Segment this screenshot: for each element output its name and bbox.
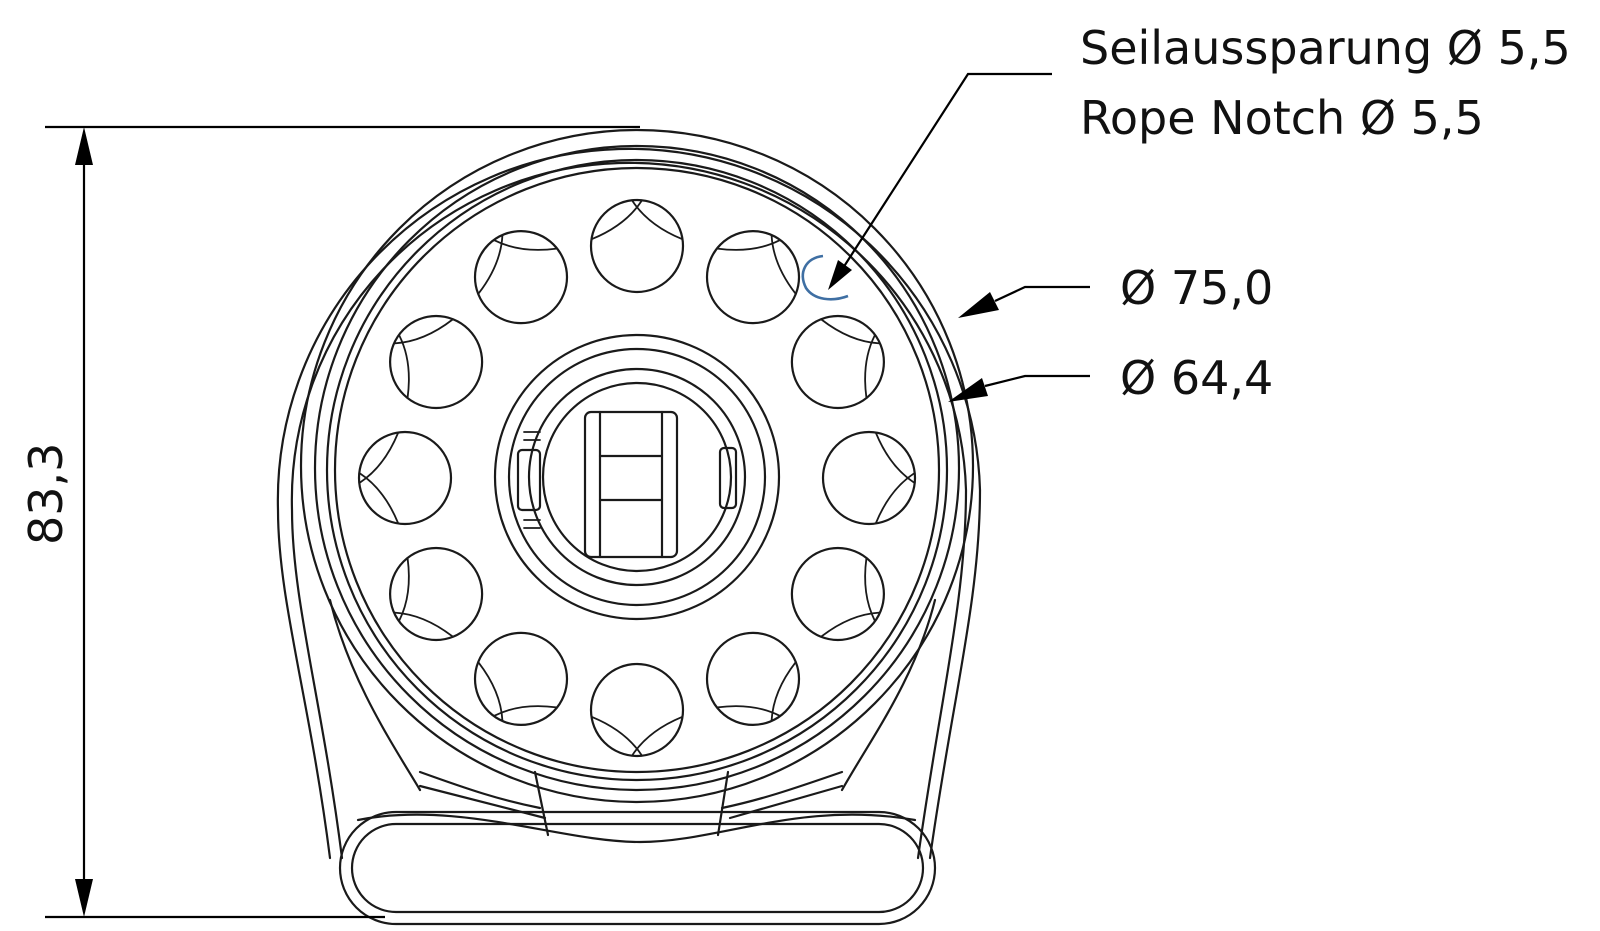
hole <box>357 430 453 526</box>
bottom-grip <box>338 810 937 926</box>
rope-notch-leader <box>828 72 1052 290</box>
inner-diameter-label: Ø 64,4 <box>1120 351 1273 405</box>
hole <box>589 198 685 294</box>
hole <box>589 662 685 758</box>
hole <box>389 546 484 642</box>
hole-ring <box>357 198 917 758</box>
hole <box>705 631 801 727</box>
drum <box>299 128 975 804</box>
outer-diameter-label: Ø 75,0 <box>1120 261 1273 315</box>
hub <box>493 333 781 621</box>
hole <box>821 430 917 526</box>
inner-diameter-leader <box>948 374 1090 402</box>
hole <box>790 546 886 642</box>
housing-outline <box>276 147 982 860</box>
height-dimension <box>45 125 640 919</box>
rope-notch <box>801 254 849 301</box>
hole <box>389 314 484 410</box>
side-flanks <box>328 598 937 837</box>
hole <box>790 314 886 410</box>
height-label: 83,3 <box>19 443 73 545</box>
hole <box>473 631 569 727</box>
outer-diameter-leader <box>958 285 1090 318</box>
hole <box>473 230 569 325</box>
rope-notch-label-en: Rope Notch Ø 5,5 <box>1080 91 1484 145</box>
rope-notch-label-de: Seilaussparung Ø 5,5 <box>1080 21 1571 75</box>
hole <box>705 230 801 325</box>
